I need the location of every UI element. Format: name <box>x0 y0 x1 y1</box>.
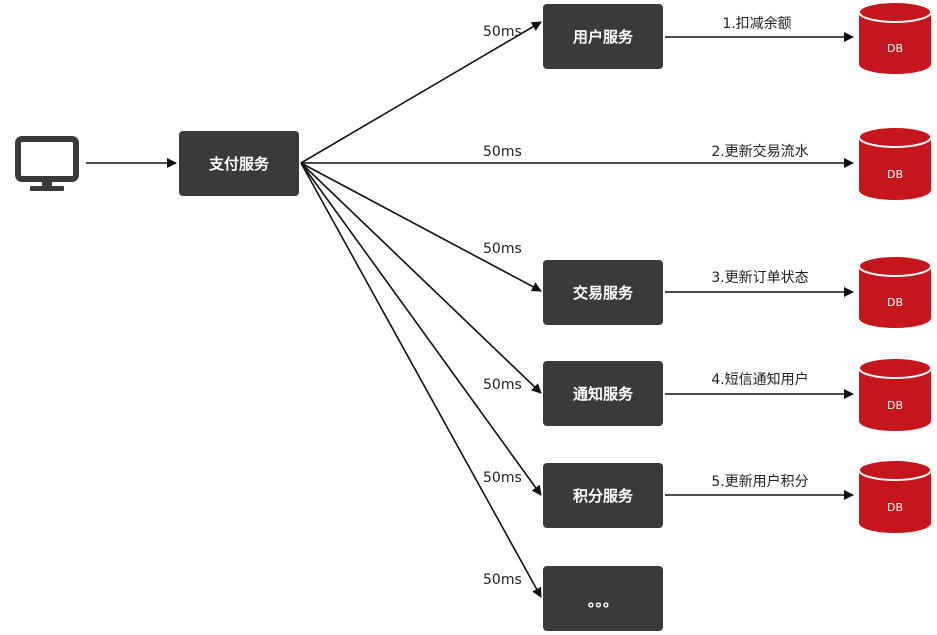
edge-payment-to-more-services <box>300 162 542 598</box>
db-label-5: DB <box>887 501 903 514</box>
latency-label-points-service: 50ms <box>483 470 522 486</box>
database-icon-5: DB <box>858 459 932 533</box>
trade-service-label: 交易服务 <box>573 284 634 302</box>
db-label-4: DB <box>887 399 903 412</box>
action-label-2: 2.更新交易流水 <box>711 143 808 160</box>
trade-service-node: 交易服务 <box>543 260 663 325</box>
points-service-node: 积分服务 <box>543 463 663 528</box>
latency-label-more-services: 50ms <box>483 572 522 588</box>
db-label-3: DB <box>887 296 903 309</box>
notify-service-node: 通知服务 <box>543 361 663 426</box>
latency-label-trade-service: 50ms <box>483 241 522 257</box>
user-service-node: 用户服务 <box>543 4 663 69</box>
action-label-5: 5.更新用户积分 <box>711 473 808 490</box>
latency-label-notify-service: 50ms <box>483 377 522 393</box>
edge-payment-to-points-service <box>300 162 542 496</box>
edge-payment-to-notify-service <box>300 162 542 394</box>
edge-payment-to-user-service <box>300 21 542 164</box>
action-label-3: 3.更新订单状态 <box>711 270 808 286</box>
points-service-label: 积分服务 <box>573 487 634 505</box>
database-icon-2: DB <box>858 126 932 200</box>
action-label-1: 1.扣减余额 <box>722 15 791 32</box>
notify-service-label: 通知服务 <box>573 385 634 403</box>
database-icon-3: DB <box>858 255 932 328</box>
payment-service-label: 支付服务 <box>208 155 270 173</box>
db-label-2: DB <box>887 168 903 181</box>
edge-payment-to-trade-service <box>300 162 542 292</box>
database-icon-4: DB <box>858 357 932 431</box>
more-services-node: 。。。 <box>543 566 663 631</box>
database-icon-1: DB <box>858 1 932 74</box>
latency-label-user-service: 50ms <box>483 24 522 40</box>
more-services-label: 。。。 <box>588 592 618 610</box>
latency-label-2: 50ms <box>483 144 522 160</box>
action-label-4: 4.短信通知用户 <box>711 371 808 388</box>
payment-service-node: 支付服务 <box>179 131 299 196</box>
user-service-label: 用户服务 <box>573 28 634 46</box>
monitor-icon <box>15 136 79 191</box>
db-label-1: DB <box>887 42 903 55</box>
